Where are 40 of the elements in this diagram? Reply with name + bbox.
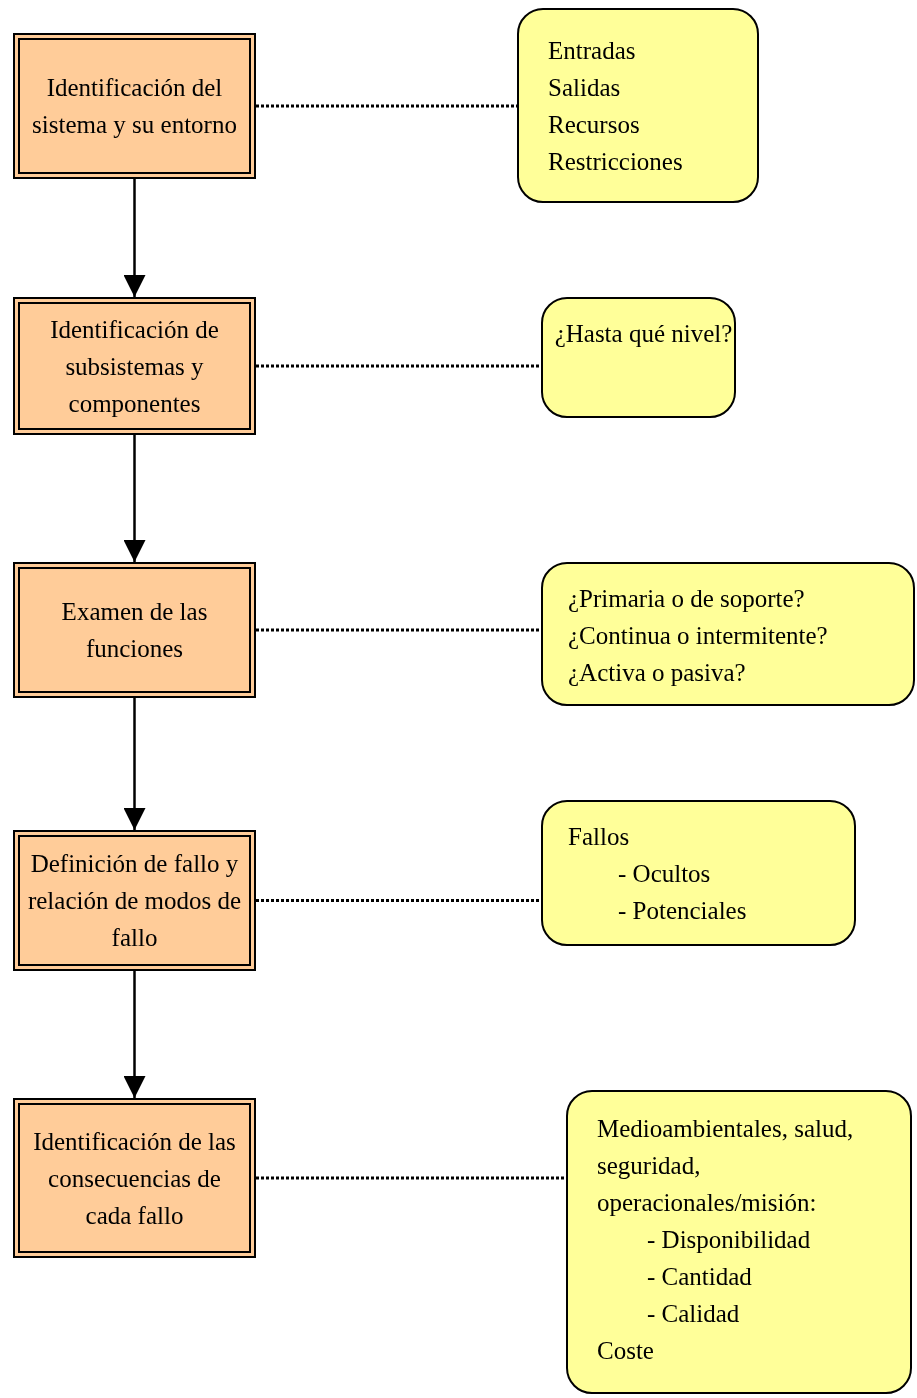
arrow [123, 179, 146, 297]
process-box [13, 33, 256, 179]
process-box [13, 562, 256, 698]
node-text: ¿Primaria o de soporte? [568, 584, 806, 614]
arrow [123, 435, 146, 562]
node-text: Fallos [568, 822, 631, 852]
node-text: ¿Activa o pasiva? [568, 658, 747, 688]
node-text: - Calidad [647, 1299, 741, 1329]
note-box [541, 562, 915, 706]
node-text: Definición de fallo y relación de modos de fallo [26, 849, 243, 953]
node-text: Restricciones [548, 147, 684, 177]
node-text: Identificación del sistema y su entorno [31, 73, 238, 140]
node-text: - Cantidad [647, 1262, 753, 1292]
process-box [13, 1098, 256, 1258]
node-text: - Ocultos [618, 859, 712, 889]
note-box [566, 1090, 912, 1394]
arrow [123, 971, 146, 1098]
node-text: Identificación de subsistemas y componentes [49, 314, 220, 419]
node-text: - Potenciales [618, 896, 748, 926]
node-text: Identificación de las consecuencias de cada fallo [32, 1126, 237, 1231]
dotted-connector [256, 628, 541, 632]
node-text: Coste [597, 1336, 655, 1366]
node-text: - Disponibilidad [647, 1225, 812, 1255]
node-text: ¿Hasta qué nivel? [553, 319, 734, 349]
dotted-connector [256, 1176, 566, 1180]
note-box [541, 297, 736, 418]
dotted-connector [256, 899, 541, 902]
node-text: Examen de las funciones [60, 597, 209, 664]
node-text: Entradas [548, 36, 637, 66]
arrow [123, 698, 146, 830]
node-text: ¿Continua o intermitente? [568, 621, 829, 651]
node-text: Salidas [548, 73, 622, 103]
process-box [13, 830, 256, 971]
note-box [517, 8, 759, 203]
dotted-connector [256, 104, 517, 108]
node-text: Recursos [548, 110, 641, 140]
dotted-connector [256, 364, 541, 368]
note-box [541, 800, 856, 946]
process-box [13, 297, 256, 435]
node-text: Medioambientales, salud, seguridad, operacionales/misión: [597, 1114, 855, 1218]
